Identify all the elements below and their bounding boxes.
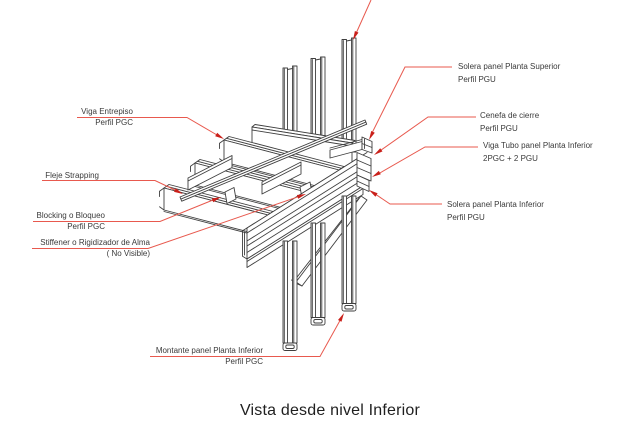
label-stiffener: Stiffener o Rigidizador de Alma ( No Vis… <box>40 237 150 259</box>
label-line: Cenefa de cierre <box>480 111 540 120</box>
lower-studs-icon <box>282 195 357 351</box>
label-viga-entrepiso: Viga Entrepiso Perfil PGC <box>81 106 133 128</box>
drawing-title: Vista desde nivel Inferior <box>239 402 421 419</box>
end-cap-stack-icon <box>356 152 372 192</box>
upper-studs-icon <box>282 37 357 153</box>
label-blocking: Blocking o Bloqueo Perfil PGC <box>37 210 106 232</box>
label-line: Montante panel Planta Inferior <box>155 346 263 355</box>
label-line: Perfil PGU <box>480 124 518 133</box>
label-line: ( No Visible) <box>106 249 150 258</box>
label-solera-inferior: Solera panel Planta Inferior Perfil PGU <box>447 198 544 224</box>
box-beam-icon <box>242 152 368 260</box>
top-track-icon <box>329 136 373 159</box>
label-viga-tubo: Viga Tubo panel Planta Inferior 2PGC + 2… <box>483 139 593 165</box>
label-line: Viga Entrepiso <box>81 107 133 116</box>
label-line: Perfil PGC <box>95 118 133 127</box>
label-montante: Montante panel Planta Inferior Perfil PG… <box>156 345 263 367</box>
leader-arrowheads <box>174 31 383 322</box>
label-line: Perfil PGU <box>458 75 496 84</box>
label-line: Perfil PGU <box>447 213 485 222</box>
label-line: Fleje Strapping <box>45 171 99 180</box>
label-line: Blocking o Bloqueo <box>36 211 106 220</box>
blocking-icon <box>187 155 313 204</box>
label-solera-superior: Solera panel Planta Superior Perfil PGU <box>458 60 560 86</box>
label-line: 2PGC + 2 PGU <box>483 154 538 163</box>
label-line: Viga Tubo panel Planta Inferior <box>483 141 593 150</box>
label-line: Solera panel Planta Superior <box>458 62 561 71</box>
leader-lines <box>32 0 478 357</box>
label-fleje-strapping: Fleje Strapping <box>45 170 99 181</box>
label-line: Solera panel Planta Inferior <box>447 200 544 209</box>
label-line: Stiffener o Rigidizador de Alma <box>40 238 150 247</box>
label-cenefa: Cenefa de cierre Perfil PGU <box>480 109 539 135</box>
label-line: Perfil PGC <box>67 222 105 231</box>
label-line: Perfil PGC <box>225 357 263 366</box>
strap-icon <box>179 119 368 202</box>
